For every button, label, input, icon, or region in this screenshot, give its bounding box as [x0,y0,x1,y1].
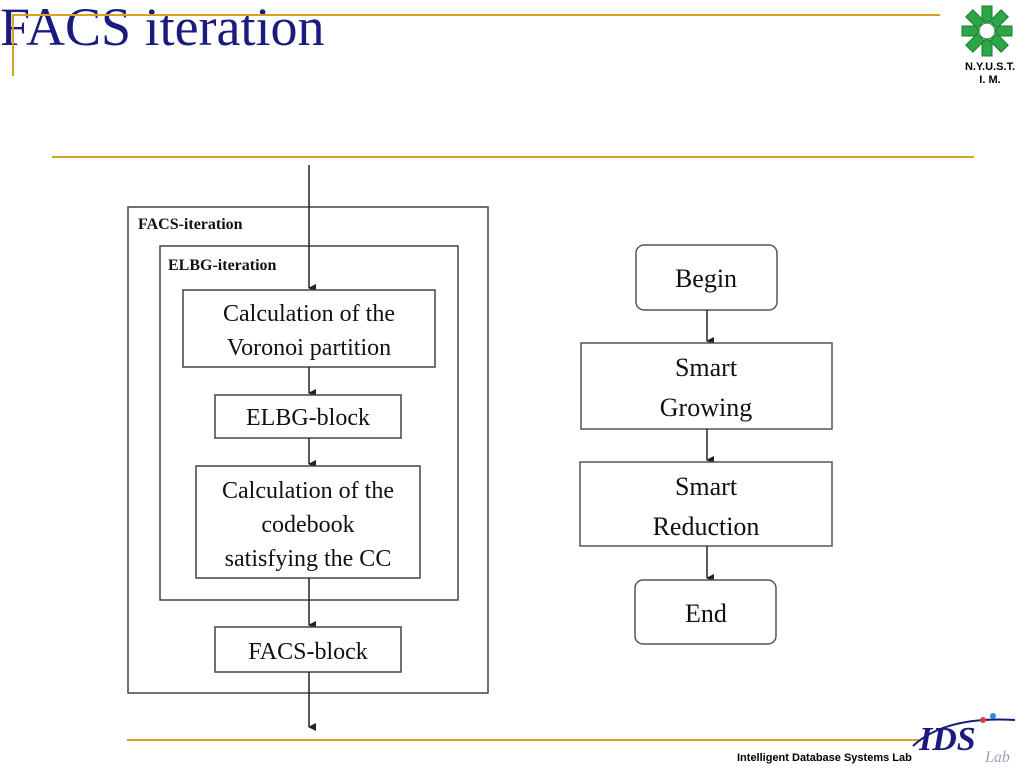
ids-logo-text: IDS [918,721,976,758]
smart-growing-line1: Smart [675,353,738,382]
elbg-iteration-label: ELBG-iteration [168,257,277,274]
voronoi-partition-box [182,289,436,368]
codebook-line2: codebook [261,512,354,538]
title-underline [52,156,974,158]
smart-reduction-line2: Reduction [653,512,760,541]
smart-growing-box [580,342,833,430]
footer-gold-line [127,739,919,741]
logo-caption-line2: I. M. [979,74,1001,86]
codebook-line3: satisfying the CC [225,546,392,572]
ids-logo-sub: Lab [984,749,1010,766]
logo-caption-line1: N.Y.U.S.T. [964,61,1016,73]
slide-title: FACS iteration [0,0,325,57]
top-gold-line [12,14,940,16]
elbg-block-text: ELBG-block [246,405,370,431]
elbg-block-box [214,394,402,439]
footer-lab-name: Intelligent Database Systems Lab [737,752,912,764]
ids-lab-logo-icon: IDS Lab [912,713,1016,766]
smart-growing-line2: Growing [660,393,752,422]
end-box [634,579,777,645]
university-logo-icon [961,5,1013,57]
voronoi-partition-line1: Calculation of the [223,301,395,327]
facs-block-box [214,626,402,673]
codebook-line1: Calculation of the [222,478,394,504]
left-gold-line [12,14,14,76]
voronoi-partition-line2: Voronoi partition [227,335,391,361]
begin-text: Begin [675,264,737,293]
facs-iteration-frame [127,206,489,694]
codebook-box [195,465,421,579]
smart-reduction-box [579,461,833,547]
facs-block-text: FACS-block [248,639,368,665]
end-text: End [685,599,727,628]
smart-reduction-line1: Smart [675,472,738,501]
facs-iteration-label: FACS-iteration [138,216,243,233]
